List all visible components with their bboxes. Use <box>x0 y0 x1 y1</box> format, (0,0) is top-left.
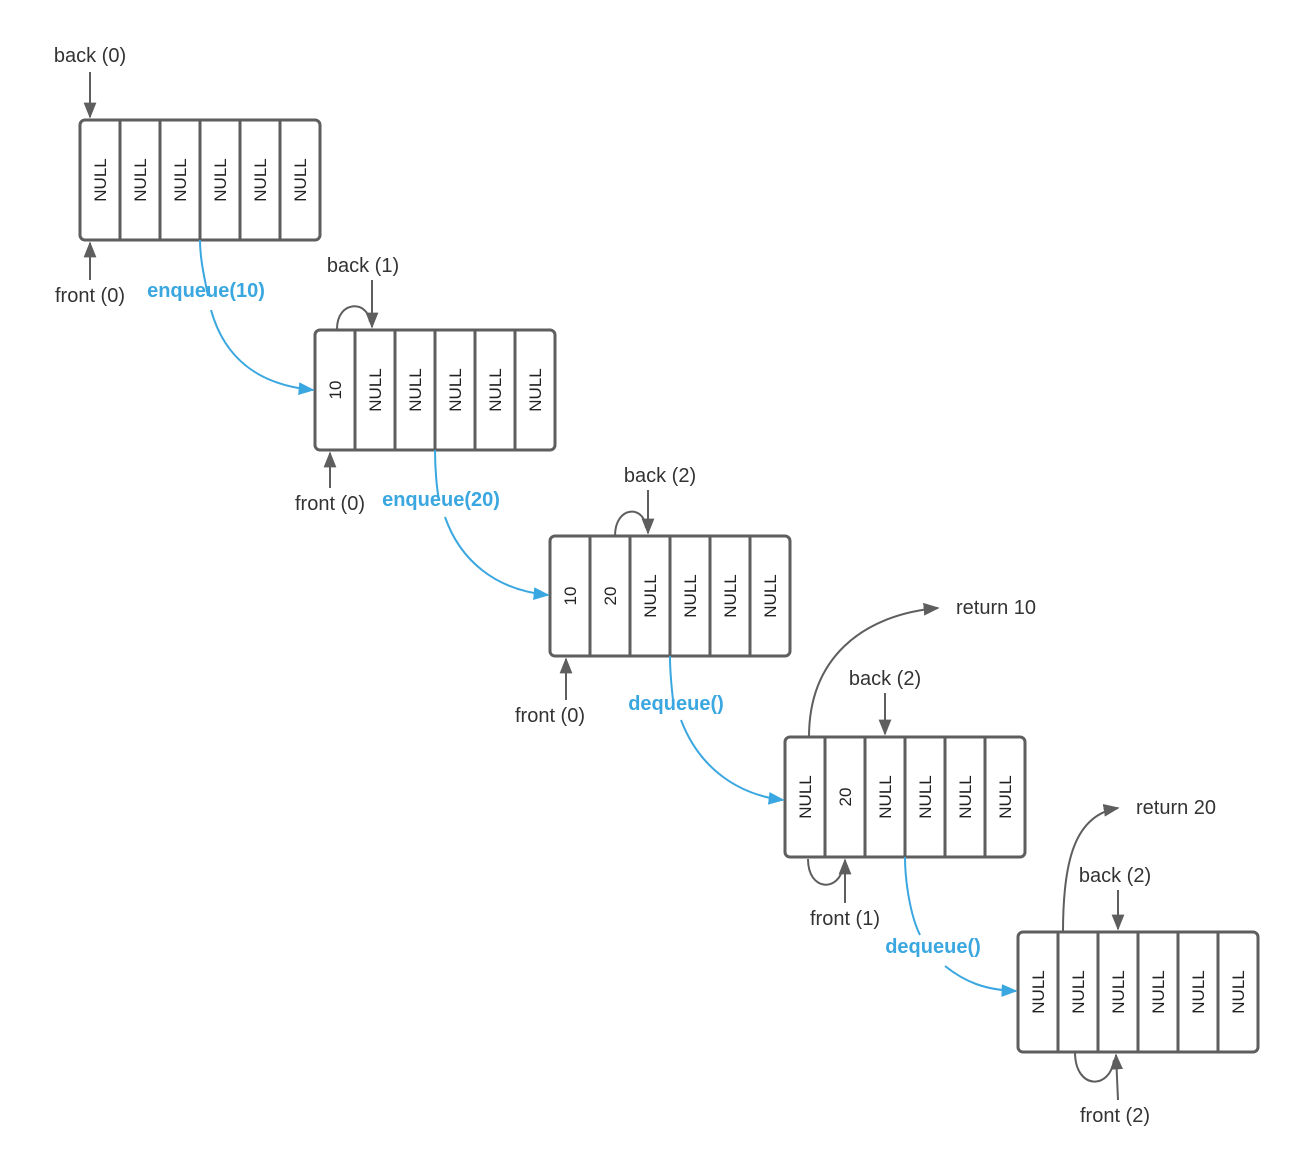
return-label: return 10 <box>956 597 1036 619</box>
return-arrow-icon <box>808 602 940 738</box>
array-cell: NULL <box>446 368 465 411</box>
array-cell: 10 <box>561 587 580 606</box>
array-cell: NULL <box>526 368 545 411</box>
front-advance-loop <box>1074 1051 1115 1083</box>
operation-label: dequeue() <box>628 693 724 715</box>
array-cell: NULL <box>956 775 975 818</box>
queue-array-3: NULL 20 NULL NULL NULL NULL <box>783 735 1027 859</box>
array-cell: NULL <box>1229 970 1248 1013</box>
back-advance-loop <box>336 305 371 330</box>
return-label: return 20 <box>1136 797 1216 819</box>
operation-arrow-icon <box>904 856 1016 991</box>
queue-array-1: 10 NULL NULL NULL NULL NULL <box>313 328 557 452</box>
operation-label: enqueue(10) <box>147 280 265 302</box>
front-pointer-arrow-icon <box>1110 1053 1124 1101</box>
array-cell: 20 <box>836 788 855 807</box>
front-pointer-label: front (0) <box>515 705 585 727</box>
operation-arrow-icon <box>199 239 313 390</box>
array-cell: NULL <box>291 158 310 201</box>
front-advance-loop <box>807 858 844 886</box>
array-cell: NULL <box>641 574 660 617</box>
queue-array-0: NULL NULL NULL NULL NULL NULL <box>78 118 322 242</box>
array-cell: NULL <box>1069 970 1088 1013</box>
queue-array-2: 10 20 NULL NULL NULL NULL <box>548 534 792 658</box>
array-cell: NULL <box>406 368 425 411</box>
array-cell: NULL <box>366 368 385 411</box>
front-pointer-label: front (1) <box>810 908 880 930</box>
array-cell: NULL <box>211 158 230 201</box>
front-pointer-label: front (0) <box>295 493 365 515</box>
back-pointer-label: back (2) <box>849 668 921 690</box>
array-cell: NULL <box>486 368 505 411</box>
array-cell: NULL <box>131 158 150 201</box>
array-cell: NULL <box>796 775 815 818</box>
array-cell: NULL <box>1109 970 1128 1013</box>
operation-arrow-icon <box>669 655 783 800</box>
array-cell: NULL <box>721 574 740 617</box>
return-arrow-icon <box>1062 804 1120 933</box>
back-advance-loop <box>614 510 647 537</box>
array-cell: NULL <box>681 574 700 617</box>
back-pointer-label: back (2) <box>624 465 696 487</box>
operation-label: enqueue(20) <box>382 489 500 511</box>
array-cell: NULL <box>1149 970 1168 1013</box>
array-cell: NULL <box>996 775 1015 818</box>
back-pointer-label: back (1) <box>327 255 399 277</box>
array-cell: 20 <box>601 587 620 606</box>
queue-array-4: NULL NULL NULL NULL NULL NULL <box>1016 930 1260 1054</box>
array-cell: NULL <box>1189 970 1208 1013</box>
array-cell: NULL <box>171 158 190 201</box>
array-cell: NULL <box>916 775 935 818</box>
array-cell: NULL <box>1029 970 1048 1013</box>
operation-arrow-icon <box>434 449 548 595</box>
back-pointer-label: back (0) <box>54 45 126 67</box>
array-cell: NULL <box>876 775 895 818</box>
array-cell: NULL <box>91 158 110 201</box>
front-pointer-label: front (0) <box>55 285 125 307</box>
operation-label: dequeue() <box>885 936 981 958</box>
array-cell: NULL <box>251 158 270 201</box>
array-cell: 10 <box>326 381 345 400</box>
back-pointer-label: back (2) <box>1079 865 1151 887</box>
array-cell: NULL <box>761 574 780 617</box>
front-pointer-label: front (2) <box>1080 1105 1150 1127</box>
